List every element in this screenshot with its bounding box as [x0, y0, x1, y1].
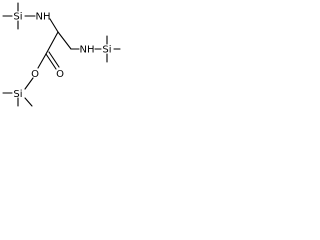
bond-oester-si3 [24, 77, 34, 90]
bond-carbonyl-double-a [45, 53, 57, 70]
bond-si3-methyl-right [24, 97, 33, 107]
atom-o-ester: O [31, 69, 39, 80]
atom-o-carbonyl: O [56, 69, 64, 80]
bond-ccarbonyl-oester [37, 53, 47, 69]
atom-nh-top: NH [36, 12, 51, 23]
bond-calpha-ccarbonyl [45, 31, 59, 55]
atom-nh-right: NH [80, 45, 95, 56]
atom-labels: Si NH NH Si O O Si [13, 12, 111, 101]
atom-si-top-left: Si [13, 12, 22, 23]
bond-calpha-ch2 [57, 31, 72, 50]
atom-si-bottom-left: Si [13, 89, 22, 100]
bond-carbonyl-double-b [48, 51, 60, 68]
bonds [2, 2, 121, 107]
atom-si-right: Si [102, 45, 111, 56]
chemical-structure-diagram: Si NH NH Si O O Si [2, 2, 121, 107]
bond-nh1-calpha [49, 18, 59, 33]
